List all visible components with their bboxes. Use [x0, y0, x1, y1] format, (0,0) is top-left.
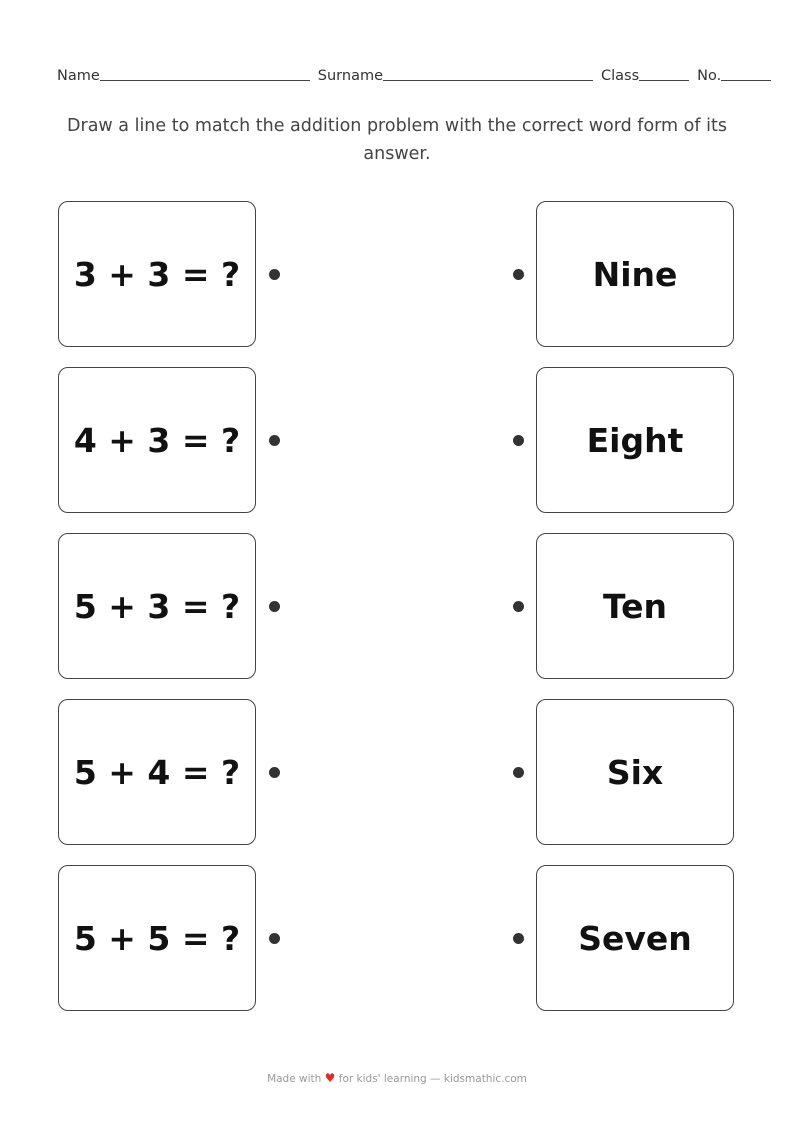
footer-prefix: Made with: [267, 1073, 322, 1085]
right-connector-dot[interactable]: [513, 767, 524, 778]
heart-icon: ♥: [324, 1071, 336, 1085]
class-label: Class: [601, 68, 640, 84]
class-field[interactable]: Class: [601, 68, 690, 84]
problem-card: 4 + 3 = ?: [58, 367, 256, 513]
problem-card: 5 + 5 = ?: [58, 865, 256, 1011]
answer-card: Six: [536, 699, 734, 845]
surname-label: Surname: [317, 68, 384, 84]
name-field[interactable]: Name: [57, 68, 310, 84]
name-label: Name: [57, 68, 100, 84]
footer-suffix: for kids' learning — kidsmathic.com: [338, 1073, 527, 1085]
number-field[interactable]: No.: [697, 68, 772, 84]
student-info-header: Name Surname Class No.: [57, 68, 773, 84]
problem-card: 3 + 3 = ?: [58, 201, 256, 347]
number-label: No.: [697, 68, 722, 84]
answer-card: Nine: [536, 201, 734, 347]
answer-card: Seven: [536, 865, 734, 1011]
right-connector-dot[interactable]: [513, 933, 524, 944]
left-connector-dot[interactable]: [269, 933, 280, 944]
problem-card: 5 + 4 = ?: [58, 699, 256, 845]
left-connector-dot[interactable]: [269, 767, 280, 778]
problem-card: 5 + 3 = ?: [58, 533, 256, 679]
right-connector-dot[interactable]: [513, 601, 524, 612]
right-connector-dot[interactable]: [513, 269, 524, 280]
class-line[interactable]: [639, 80, 690, 81]
left-connector-dot[interactable]: [269, 601, 280, 612]
right-connector-dot[interactable]: [513, 435, 524, 446]
name-line[interactable]: [99, 80, 310, 81]
answer-card: Ten: [536, 533, 734, 679]
instructions: Draw a line to match the addition proble…: [67, 116, 727, 164]
number-line[interactable]: [721, 80, 772, 81]
surname-field[interactable]: Surname: [317, 68, 594, 84]
surname-line[interactable]: [383, 80, 594, 81]
footer: Made with ♥ for kids' learning — kidsmat…: [0, 1071, 794, 1085]
left-connector-dot[interactable]: [269, 269, 280, 280]
answer-card: Eight: [536, 367, 734, 513]
left-connector-dot[interactable]: [269, 435, 280, 446]
